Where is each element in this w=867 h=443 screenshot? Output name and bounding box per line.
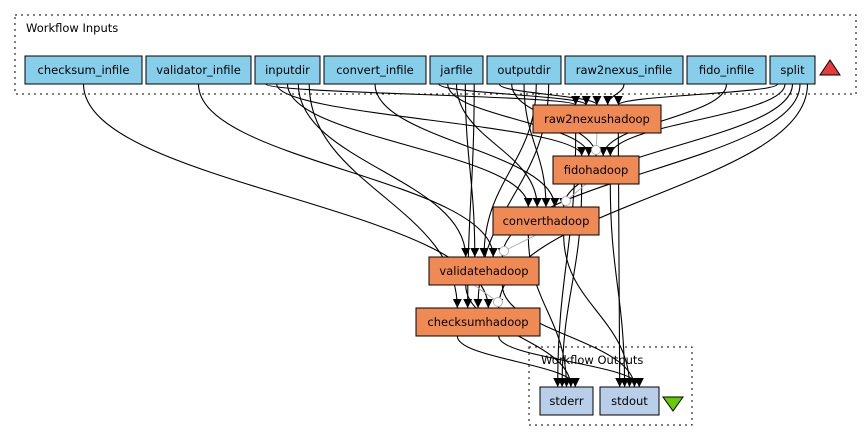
edge-inputdir-to-converthadoop	[286, 83, 533, 208]
input-node-box[interactable]	[769, 55, 816, 85]
input-node-outputdir[interactable]: outputdir	[486, 55, 562, 85]
edge-validatehadoop-to-stdout	[501, 284, 639, 388]
workflow-outputs-cluster: Workflow Outputs	[528, 346, 693, 426]
input-node-fido-infile[interactable]: fido_infile	[686, 55, 767, 85]
output-node-stdout[interactable]: stdout	[599, 386, 660, 416]
processor-node-box[interactable]	[532, 104, 662, 134]
edge-jarfile-to-fidohadoop	[447, 83, 594, 157]
input-node-box[interactable]	[24, 55, 143, 85]
input-node-box[interactable]	[486, 55, 562, 85]
processor-node-label: raw2nexushadoop	[544, 112, 650, 126]
input-node-label: validator_infile	[156, 63, 241, 77]
edge-jarfile-to-converthadoop	[455, 83, 542, 208]
edge-inputdir-to-validatehadoop	[297, 83, 471, 258]
input-node-validator-infile[interactable]: validator_infile	[145, 55, 252, 85]
processor-node-label: checksumhadoop	[427, 315, 528, 329]
input-node-split[interactable]: split	[769, 55, 816, 85]
input-node-checksum-infile[interactable]: checksum_infile	[24, 55, 143, 85]
input-node-label: inputdir	[265, 63, 310, 77]
input-ports-triangle-icon	[819, 59, 841, 76]
control-link-converthadoop-to-validatehadoop	[503, 234, 537, 252]
processor-node-label: fidohadoop	[564, 163, 629, 177]
processor-node-raw2nexushadoop[interactable]: raw2nexushadoop	[532, 104, 662, 134]
edge-inputdir-to-raw2nexushadoop	[265, 83, 580, 106]
processor-node-fidohadoop[interactable]: fidohadoop	[552, 155, 640, 185]
edge-convert-infile-to-converthadoop	[374, 83, 560, 208]
control-links-layer	[473, 132, 601, 307]
input-node-label: checksum_infile	[38, 63, 130, 77]
edge-validator-infile-to-validatehadoop	[197, 83, 498, 258]
workflow-inputs-cluster: Workflow Inputs	[14, 14, 857, 95]
output-node-label: stdout	[611, 394, 648, 408]
edge-jarfile-to-raw2nexushadoop	[438, 83, 591, 106]
input-node-label: jarfile	[439, 63, 472, 77]
processor-node-label: converthadoop	[503, 214, 590, 228]
edges-layer	[82, 83, 809, 388]
input-node-label: outputdir	[497, 63, 550, 77]
edge-raw2nexus-infile-to-raw2nexushadoop	[603, 83, 625, 106]
control-link-end-icon	[499, 246, 509, 256]
edge-checksumhadoop-to-stderr	[456, 335, 580, 388]
input-node-jarfile[interactable]: jarfile	[429, 55, 484, 85]
output-ports-triangle-icon	[662, 396, 684, 412]
edge-checksum-infile-to-checksumhadoop	[82, 83, 493, 309]
input-node-box[interactable]	[429, 55, 484, 85]
workflow-inputs-label: Workflow Inputs	[26, 21, 118, 35]
processor-node-box[interactable]	[415, 307, 541, 337]
processor-node-box[interactable]	[428, 256, 540, 286]
edge-split-to-converthadoop	[559, 83, 794, 208]
processor-node-box[interactable]	[552, 155, 640, 185]
input-node-label: raw2nexus_infile	[576, 63, 673, 77]
input-node-box[interactable]	[254, 55, 321, 85]
edge-fido-infile-to-fidohadoop	[598, 83, 728, 157]
input-node-label: fido_infile	[699, 63, 754, 77]
input-node-label: convert_infile	[336, 63, 414, 77]
input-node-label: split	[780, 63, 805, 77]
output-node-box[interactable]	[539, 386, 594, 416]
input-node-box[interactable]	[564, 55, 684, 85]
output-node-box[interactable]	[599, 386, 660, 416]
processor-node-converthadoop[interactable]: converthadoop	[492, 206, 600, 236]
nodes-layer: checksum_infile validator_infile inputdir c…	[24, 55, 816, 416]
processor-node-label: validatehadoop	[439, 264, 528, 278]
input-node-box[interactable]	[686, 55, 767, 85]
control-link-end-icon	[493, 297, 503, 307]
control-link-end-icon	[561, 196, 571, 206]
input-node-box[interactable]	[323, 55, 427, 85]
output-node-label: stderr	[549, 394, 583, 408]
processor-node-validatehadoop[interactable]: validatehadoop	[428, 256, 540, 286]
processor-node-checksumhadoop[interactable]: checksumhadoop	[415, 307, 541, 337]
input-node-convert-infile[interactable]: convert_infile	[323, 55, 427, 85]
edge-converthadoop-to-stdout	[563, 234, 634, 388]
output-node-stderr[interactable]: stderr	[539, 386, 594, 416]
edge-jarfile-to-validatehadoop	[464, 83, 480, 258]
input-node-raw2nexus-infile[interactable]: raw2nexus_infile	[564, 55, 684, 85]
input-node-box[interactable]	[145, 55, 252, 85]
processor-node-box[interactable]	[492, 206, 600, 236]
edge-outputdir-to-converthadoop	[523, 83, 551, 208]
edge-split-to-fidohadoop	[605, 83, 786, 157]
control-link-end-icon	[591, 145, 601, 155]
input-node-inputdir[interactable]: inputdir	[254, 55, 321, 85]
workflow-outputs-label: Workflow Outputs	[541, 353, 643, 367]
edge-checksumhadoop-to-stdout	[498, 335, 644, 388]
edge-split-to-raw2nexushadoop	[613, 83, 779, 106]
